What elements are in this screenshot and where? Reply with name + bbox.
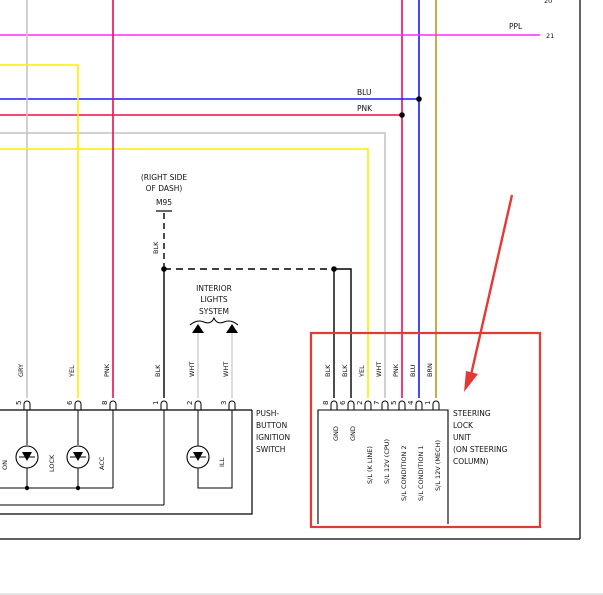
junction-ground-right bbox=[331, 266, 337, 272]
switch-pin-hooks bbox=[23, 400, 236, 410]
lock-wire-color-pnk: PNK bbox=[392, 363, 400, 377]
lock-unit-outline bbox=[317, 409, 449, 524]
label-pnk: PNK bbox=[357, 104, 373, 113]
switch-wire-color-gry: GRY bbox=[17, 364, 25, 377]
switch-junction-2 bbox=[24, 485, 30, 491]
lock-func-gnd-6: GND bbox=[349, 426, 357, 441]
lock-wire-color-blk-8: BLK bbox=[324, 364, 332, 377]
push-button-line2: BUTTON bbox=[256, 421, 287, 430]
label-top-number: 20 bbox=[544, 0, 552, 5]
switch-internal-wiring bbox=[0, 410, 233, 506]
lock-pin-4: 4 bbox=[407, 400, 415, 405]
junction-pnk bbox=[399, 112, 405, 118]
lock-func-12v-mech: S/L 12V (MECH) bbox=[434, 440, 442, 491]
push-button-line4: SWITCH bbox=[256, 445, 285, 454]
switch-pin-8: 8 bbox=[101, 401, 109, 405]
switch-wire-color-pnk: PNK bbox=[103, 363, 111, 377]
switch-wire-color-wht-3: WHT bbox=[222, 362, 230, 377]
steering-lock-line2: LOCK bbox=[453, 421, 474, 430]
contact-label-ill: ILL bbox=[218, 457, 226, 467]
led-indicator-icon-acc bbox=[66, 445, 90, 469]
switch-pin-2: 2 bbox=[186, 401, 194, 405]
lock-func-k-line: S/L (K LINE) bbox=[366, 446, 374, 484]
lock-pin-7: 7 bbox=[373, 401, 381, 405]
red-arrow-icon bbox=[464, 194, 514, 392]
lock-func-12v-cpu: S/L 12V (CPU) bbox=[383, 439, 391, 484]
contact-label-acc: ACC bbox=[98, 456, 106, 470]
switch-wire-color-wht-2: WHT bbox=[188, 362, 196, 377]
arrow-up-icon-3 bbox=[226, 324, 238, 333]
lock-wire-color-yel: YEL bbox=[358, 365, 366, 378]
switch-pin-6: 6 bbox=[66, 400, 74, 405]
steering-lock-line1: STEERING bbox=[453, 409, 491, 418]
lock-wire-color-blk-6: BLK bbox=[341, 364, 349, 377]
steering-lock-line4: (ON STEERING bbox=[453, 445, 508, 454]
contact-label-on: ON bbox=[1, 460, 9, 470]
interior-lights-line2: LIGHTS bbox=[200, 295, 227, 304]
push-button-line1: PUSH- bbox=[256, 409, 279, 418]
label-blk-vertical: BLK bbox=[152, 241, 160, 254]
led-indicator-icon-lock bbox=[15, 445, 39, 469]
lock-pin-1: 1 bbox=[424, 401, 432, 405]
lock-pin-2: 2 bbox=[356, 401, 364, 405]
lock-wire-color-blu: BLU bbox=[409, 364, 417, 377]
switch-pin-5: 5 bbox=[15, 401, 23, 405]
junction-blu bbox=[416, 96, 422, 102]
switch-pin-3: 3 bbox=[220, 401, 228, 405]
lock-pin-hooks bbox=[330, 400, 440, 410]
lock-func-gnd-8: GND bbox=[332, 426, 340, 441]
label-ppl-number: 21 bbox=[546, 32, 554, 40]
lock-pin-6: 6 bbox=[339, 400, 347, 405]
wire-wht-lock bbox=[0, 132, 386, 398]
switch-body-outline bbox=[0, 410, 253, 515]
ground-note-line2: OF DASH) bbox=[146, 184, 183, 193]
junction-ground-left bbox=[161, 266, 167, 272]
wire-blk-lock-6 bbox=[334, 268, 352, 398]
ground-note-line1: (RIGHT SIDE bbox=[141, 173, 188, 182]
switch-pin-1: 1 bbox=[152, 401, 160, 405]
interior-lights-line3: SYSTEM bbox=[199, 307, 229, 316]
wire-yel-lock bbox=[0, 148, 369, 398]
interior-lights-line1: INTERIOR bbox=[196, 284, 232, 293]
label-blu: BLU bbox=[357, 88, 371, 97]
steering-lock-line3: UNIT bbox=[453, 433, 471, 442]
push-button-line3: IGNITION bbox=[256, 433, 290, 442]
lock-pin-5: 5 bbox=[390, 401, 398, 405]
switch-junction-1 bbox=[75, 485, 81, 491]
steering-lock-line5: COLUMN) bbox=[453, 457, 489, 466]
lock-pin-8: 8 bbox=[322, 401, 330, 405]
contact-label-lock: LOCK bbox=[48, 454, 56, 472]
arrow-up-icon-2 bbox=[192, 324, 204, 333]
switch-wire-color-yel: YEL bbox=[68, 365, 76, 378]
highlight-box bbox=[309, 331, 542, 529]
interior-lights-brace-icon bbox=[189, 316, 239, 326]
switch-wire-color-blk: BLK bbox=[154, 364, 162, 377]
label-ppl: PPL bbox=[509, 22, 523, 31]
led-indicator-icon-ill bbox=[186, 445, 210, 469]
lock-func-condition-1: S/L CONDITION 1 bbox=[417, 445, 425, 501]
ground-note-line3: M95 bbox=[156, 198, 172, 207]
lock-func-condition-2: S/L CONDITION 2 bbox=[400, 445, 408, 501]
wire-yel-switch bbox=[0, 64, 79, 398]
lock-wire-color-brn: BRN bbox=[426, 363, 434, 377]
lock-wire-color-wht: WHT bbox=[375, 362, 383, 377]
